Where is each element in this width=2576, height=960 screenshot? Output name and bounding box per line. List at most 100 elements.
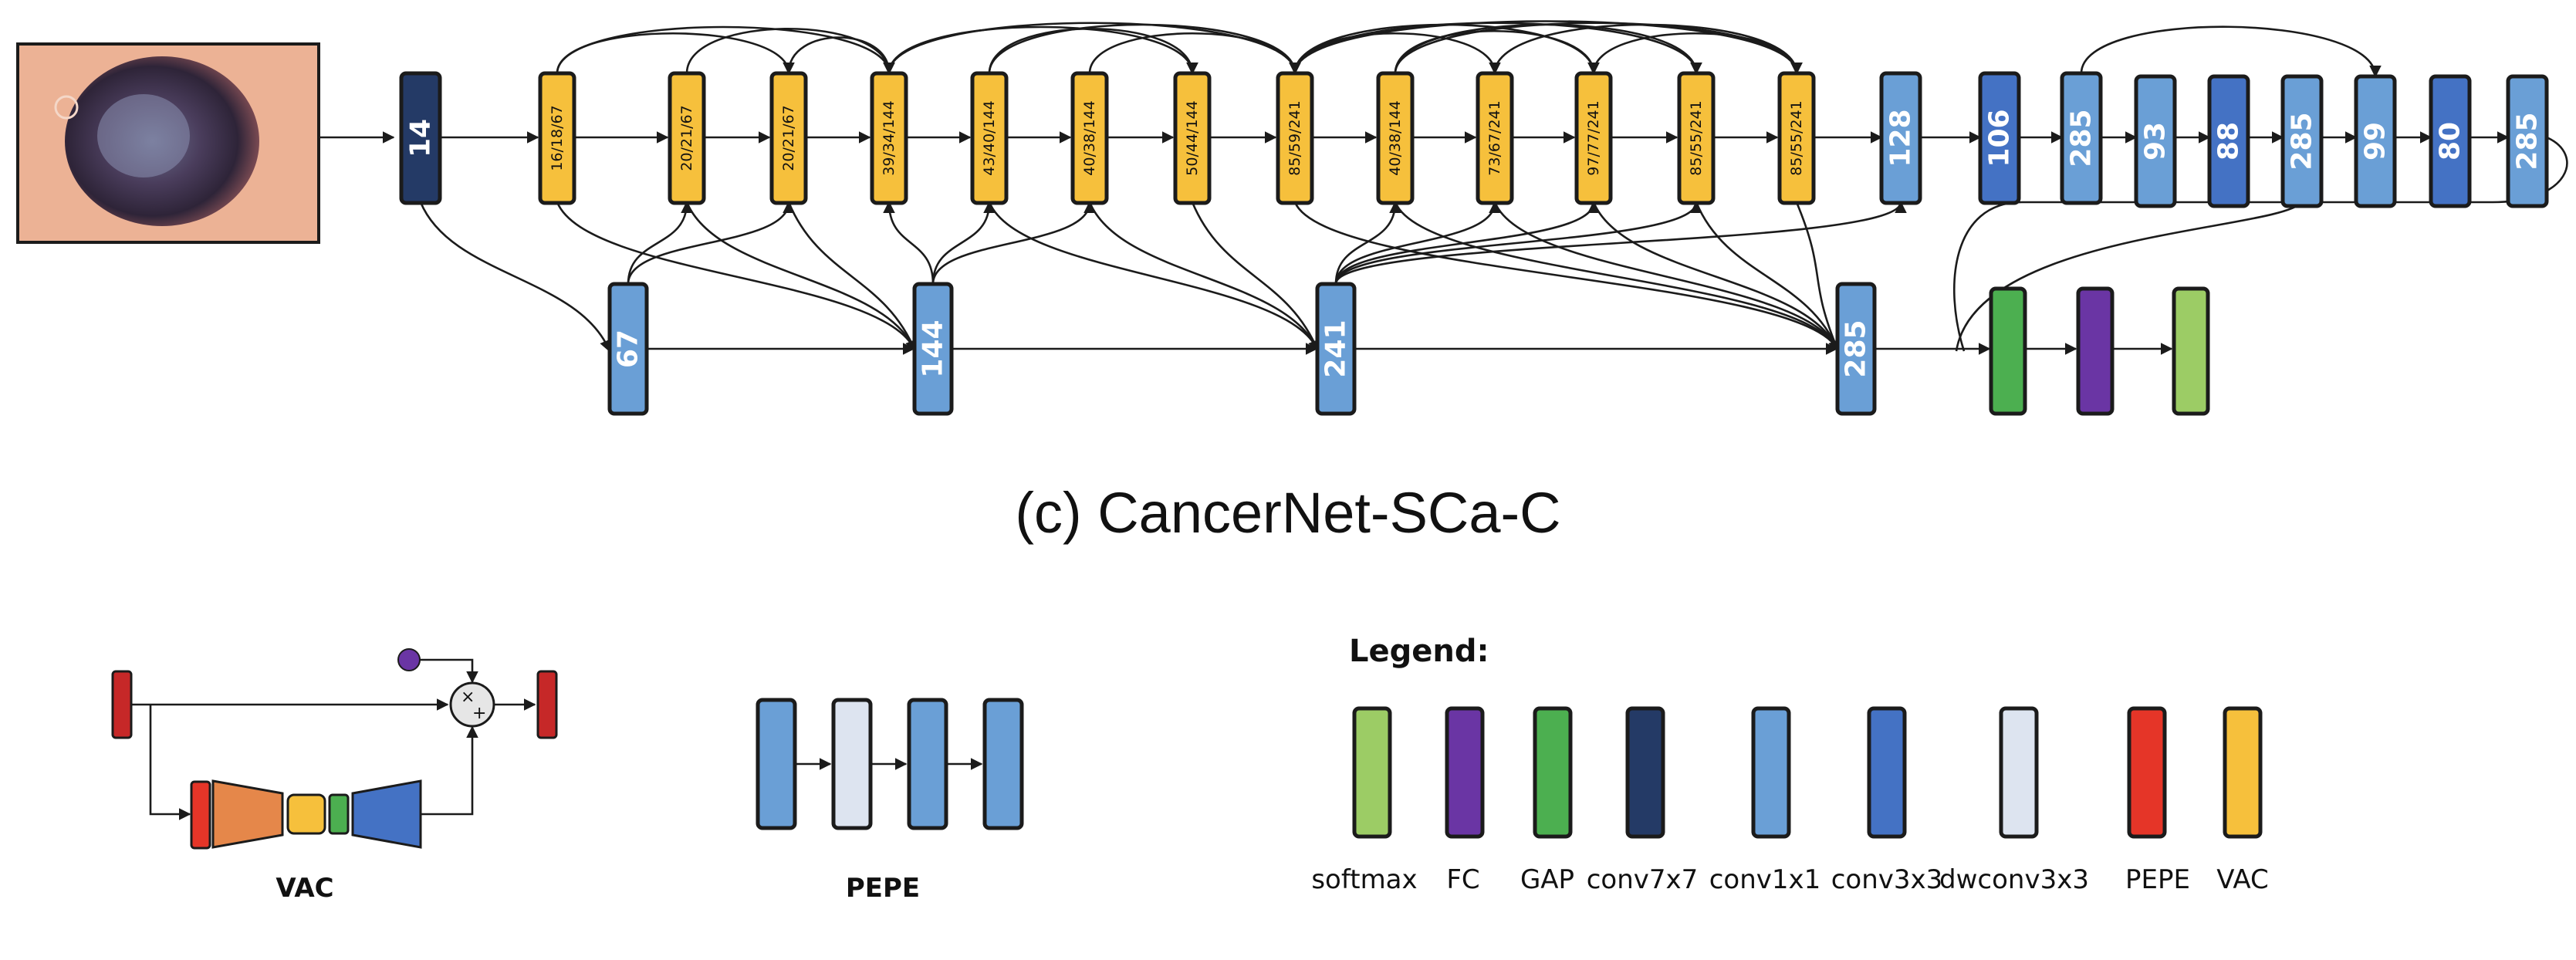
bottom-block-label: 285 bbox=[1841, 319, 1872, 377]
main-block-label: 99 bbox=[2360, 122, 2392, 161]
bottom-block: 144 bbox=[912, 282, 954, 416]
main-block-rect bbox=[2429, 74, 2472, 208]
cross-connection bbox=[1795, 201, 1840, 353]
legend-item: conv1x1 bbox=[1709, 706, 1821, 895]
main-block-rect bbox=[2506, 74, 2549, 208]
skip-connection bbox=[1394, 23, 1702, 75]
vac-bottleneck-block bbox=[286, 793, 326, 835]
main-block-rect bbox=[1879, 71, 1922, 205]
pepe-block-conv1x1-a bbox=[756, 698, 797, 830]
main-block-label: 16/18/67 bbox=[549, 105, 566, 171]
cross-connection bbox=[685, 201, 917, 353]
vac-detail-label: VAC bbox=[276, 873, 333, 904]
pepe-block-conv1x1-c bbox=[982, 698, 1024, 830]
main-block: 40/38/144 bbox=[1376, 71, 1415, 205]
vac-mid-block bbox=[328, 793, 350, 835]
classifier-head bbox=[1989, 286, 2210, 416]
pepe-block-dwconv bbox=[831, 698, 873, 830]
bottom-block: 285 bbox=[1835, 282, 1877, 416]
main-block-label: 88 bbox=[2213, 122, 2245, 161]
main-block: 14 bbox=[399, 71, 442, 205]
main-block-label: 40/38/144 bbox=[1387, 100, 1404, 175]
vac-decoder-shape bbox=[351, 779, 422, 849]
main-block-rect bbox=[970, 71, 1009, 205]
legend-swatch bbox=[2127, 706, 2167, 839]
legend-item: softmax bbox=[1311, 706, 1418, 895]
main-block: 80 bbox=[2429, 74, 2472, 208]
head-block-softmax bbox=[2172, 286, 2210, 416]
main-block-label: 106 bbox=[1984, 109, 2016, 167]
legend-title: Legend: bbox=[1349, 634, 1489, 669]
main-block: 99 bbox=[2354, 74, 2397, 208]
main-block-rect bbox=[2207, 74, 2250, 208]
skip-connection bbox=[685, 28, 895, 75]
main-block-rect bbox=[1978, 71, 2021, 205]
vac-encoder-shape bbox=[211, 779, 284, 849]
main-block-rect bbox=[1677, 71, 1716, 205]
head-block-fc bbox=[2076, 286, 2115, 416]
cross-connection bbox=[1088, 201, 1320, 353]
legend-label: conv7x7 bbox=[1587, 864, 1699, 895]
main-block: 20/21/67 bbox=[769, 71, 808, 205]
main-block-label: 85/59/241 bbox=[1286, 100, 1303, 175]
main-block: 106 bbox=[1978, 71, 2021, 205]
skip-connection bbox=[988, 23, 1301, 75]
main-block-label: 73/67/241 bbox=[1486, 100, 1503, 175]
svg-text:×: × bbox=[461, 688, 475, 707]
vac-output-block bbox=[536, 670, 558, 739]
main-block-label: 128 bbox=[1885, 109, 1917, 167]
legend-item: PEPE bbox=[2125, 706, 2190, 895]
main-block-label: 93 bbox=[2140, 122, 2172, 161]
vac-detail: × + VAC bbox=[111, 648, 558, 904]
main-block-label: 285 bbox=[2287, 112, 2318, 170]
main-block-label: 97/77/241 bbox=[1585, 100, 1602, 175]
main-block-label: 50/44/144 bbox=[1184, 100, 1201, 175]
main-block-rect bbox=[1476, 71, 1514, 205]
bottom-block-rect bbox=[1315, 282, 1357, 416]
skip-connection bbox=[988, 28, 1198, 75]
legend-label: conv1x1 bbox=[1709, 864, 1821, 895]
main-block: 128 bbox=[1879, 71, 1922, 205]
main-block: 285 bbox=[2506, 74, 2549, 208]
upward-connection bbox=[883, 201, 935, 285]
figure-caption: (c) CancerNet-SCa-C bbox=[1015, 481, 1560, 545]
skip-connection bbox=[556, 25, 895, 75]
cross-connection bbox=[1493, 201, 1840, 353]
output-to-head-connector bbox=[1952, 136, 2568, 352]
legend-swatch bbox=[1999, 706, 2039, 839]
skip-connection bbox=[1592, 32, 1803, 75]
bottom-block-label: 67 bbox=[613, 330, 644, 368]
main-block: 97/77/241 bbox=[1574, 71, 1613, 205]
upward-connection bbox=[627, 201, 693, 285]
vac-pepe-block bbox=[190, 780, 211, 850]
main-block: 85/55/241 bbox=[1777, 71, 1816, 205]
skip-connection bbox=[1293, 32, 1501, 75]
main-block-rect bbox=[668, 71, 706, 205]
upward-connection bbox=[931, 201, 1096, 285]
main-block: 285 bbox=[2060, 71, 2103, 205]
skip-connection bbox=[1394, 22, 1803, 75]
upward-connection bbox=[931, 201, 996, 285]
main-block-rect bbox=[1173, 71, 1212, 205]
main-block: 93 bbox=[2134, 74, 2177, 208]
main-block: 85/59/241 bbox=[1276, 71, 1314, 205]
legend-item: dwconv3x3 bbox=[1939, 706, 2089, 895]
input-image bbox=[16, 42, 320, 244]
bottom-block-rect bbox=[912, 282, 954, 416]
legend-item: conv7x7 bbox=[1587, 706, 1699, 895]
cross-connection bbox=[1394, 201, 1840, 353]
upward-connection bbox=[1334, 201, 1600, 285]
upward-connection bbox=[1334, 201, 1907, 285]
main-block-rect bbox=[1574, 71, 1613, 205]
bottom-block: 241 bbox=[1315, 282, 1357, 416]
main-block-rect bbox=[2134, 74, 2177, 208]
svg-text:+: + bbox=[472, 704, 486, 723]
main-block: 39/34/144 bbox=[870, 71, 908, 205]
main-block-label: 285 bbox=[2066, 109, 2098, 167]
main-block: 73/67/241 bbox=[1476, 71, 1514, 205]
main-block-label: 285 bbox=[2512, 112, 2544, 170]
legend-label: softmax bbox=[1311, 864, 1417, 895]
main-block: 285 bbox=[2280, 74, 2324, 208]
legend-swatch bbox=[1625, 706, 1665, 839]
